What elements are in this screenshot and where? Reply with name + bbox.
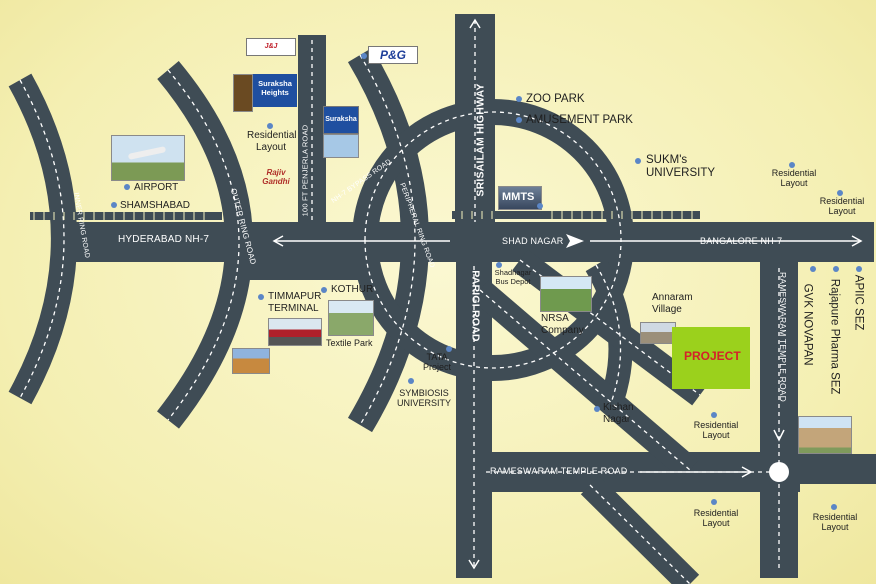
textile-park-image: [328, 300, 374, 336]
rajiv-logo: Rajiv Gandhi: [256, 168, 296, 194]
residential-layout-label-6: Residential Layout: [812, 512, 858, 533]
sukm-label: SUKM's UNIVERSITY: [646, 154, 716, 180]
kishan-nagar-label: Kishan Nagar: [603, 402, 634, 425]
bus-depot-label: Shadnagar Bus Depot: [494, 268, 532, 286]
mmts-label: MMTS: [502, 191, 535, 203]
suraksha-building-image: [323, 134, 359, 158]
rajapure-label: Rajapure Pharma SEZ: [828, 278, 841, 395]
annaram-label: Annaram Village: [652, 292, 693, 315]
airport-label: AIRPORT: [134, 182, 179, 193]
airport-image: [111, 135, 185, 181]
johnson-logo: J&J: [246, 38, 296, 56]
residential-layout-label-3: Residential Layout: [819, 196, 865, 217]
airport-marker: [124, 184, 130, 190]
rajapure-marker: [833, 266, 839, 272]
tata-label: TATA Project: [422, 352, 451, 373]
amusement-park-marker: [516, 117, 522, 123]
gvk-novapan-label: GVK NOVAPAN: [801, 283, 814, 366]
timmapur-train-image: [268, 318, 322, 346]
kothur-label: KOTHUR: [331, 284, 374, 295]
temple-image: [798, 416, 852, 454]
road-label-srisailam: SRISAILAM HIGHWAY: [474, 83, 487, 197]
road-label-rameswaram-v: RAMESWARAM TEMPLE ROAD: [778, 271, 789, 403]
symbiosis-marker: [408, 378, 414, 384]
nrsa-label: NRSA Company: [541, 313, 584, 336]
gvk-marker: [810, 266, 816, 272]
residential-marker-3: [837, 190, 843, 196]
diagonal-road-2: [580, 475, 700, 584]
annaram-village-image: [640, 322, 676, 344]
road-label-bangalore-nh7: BANGALORE NH-7: [700, 236, 783, 246]
timmapur-marker: [258, 294, 264, 300]
mmts-image: MMTS: [498, 186, 542, 210]
zoo-park-label: ZOO PARK: [526, 93, 585, 105]
residential-layout-label-4: Residential Layout: [693, 420, 739, 441]
tata-marker: [446, 346, 452, 352]
residential-marker-1: [267, 123, 273, 129]
textile-park-label: Textile Park: [326, 338, 373, 348]
timmapur-label: TIMMAPUR TERMINAL: [268, 291, 322, 314]
road-label-shad-nagar: SHAD NAGAR: [502, 236, 564, 246]
pg-logo: P&G: [368, 46, 418, 64]
residential-layout-label-1: Residential Layout: [247, 130, 297, 153]
project-label: PROJECT: [684, 349, 741, 363]
zoo-park-marker: [516, 96, 522, 102]
residential-marker-5: [711, 499, 717, 505]
nh7-road: [62, 222, 874, 262]
project-marker[interactable]: PROJECT: [672, 327, 750, 389]
road-label-hyderabad-nh7: HYDERABAD NH-7: [118, 234, 210, 245]
rajiv-label: Rajiv Gandhi: [262, 168, 290, 186]
road-label-rameswaram-h: RAMESWARAM TEMPLE ROAD: [490, 466, 628, 476]
residential-marker-6: [831, 504, 837, 510]
amusement-park-label: AMUSEMENT PARK: [526, 114, 633, 126]
shamshabad-label: SHAMSHABAD: [120, 200, 191, 211]
suraksha-heights-label: Suraksha Heights: [258, 79, 292, 97]
srisailam-highway: [455, 14, 495, 228]
sukm-marker: [635, 158, 641, 164]
nrsa-image: [540, 276, 592, 312]
kothur-marker: [321, 287, 327, 293]
pg-label: P&G: [379, 48, 406, 62]
suraksha-logo: Suraksha: [323, 106, 359, 134]
residential-marker-2: [789, 162, 795, 168]
kothur-building-image: [232, 348, 270, 374]
symbiosis-label: SYMBIOSIS UNIVERSITY: [396, 388, 451, 409]
suraksha-brochure: [233, 74, 253, 112]
mmts-marker: [537, 203, 543, 209]
suraksha-label: Suraksha: [325, 116, 357, 123]
pg-marker: [361, 53, 367, 59]
residential-layout-label-2: Residential Layout: [771, 168, 817, 189]
suraksha-heights-logo: Suraksha Heights: [253, 74, 297, 107]
kishan-nagar-marker: [594, 406, 600, 412]
road-label-parigi: PARIGI ROAD: [469, 270, 482, 342]
shamshabad-marker: [111, 202, 117, 208]
road-label-penjerla: 100 FT PENJERLA ROAD: [300, 124, 310, 217]
apiic-marker: [856, 266, 862, 272]
apiic-sez-label: APIIC SEZ: [852, 274, 865, 331]
bus-depot-marker: [496, 262, 502, 268]
residential-layout-label-5: Residential Layout: [693, 508, 739, 529]
airplane-icon: [127, 146, 167, 160]
residential-marker-4: [711, 412, 717, 418]
